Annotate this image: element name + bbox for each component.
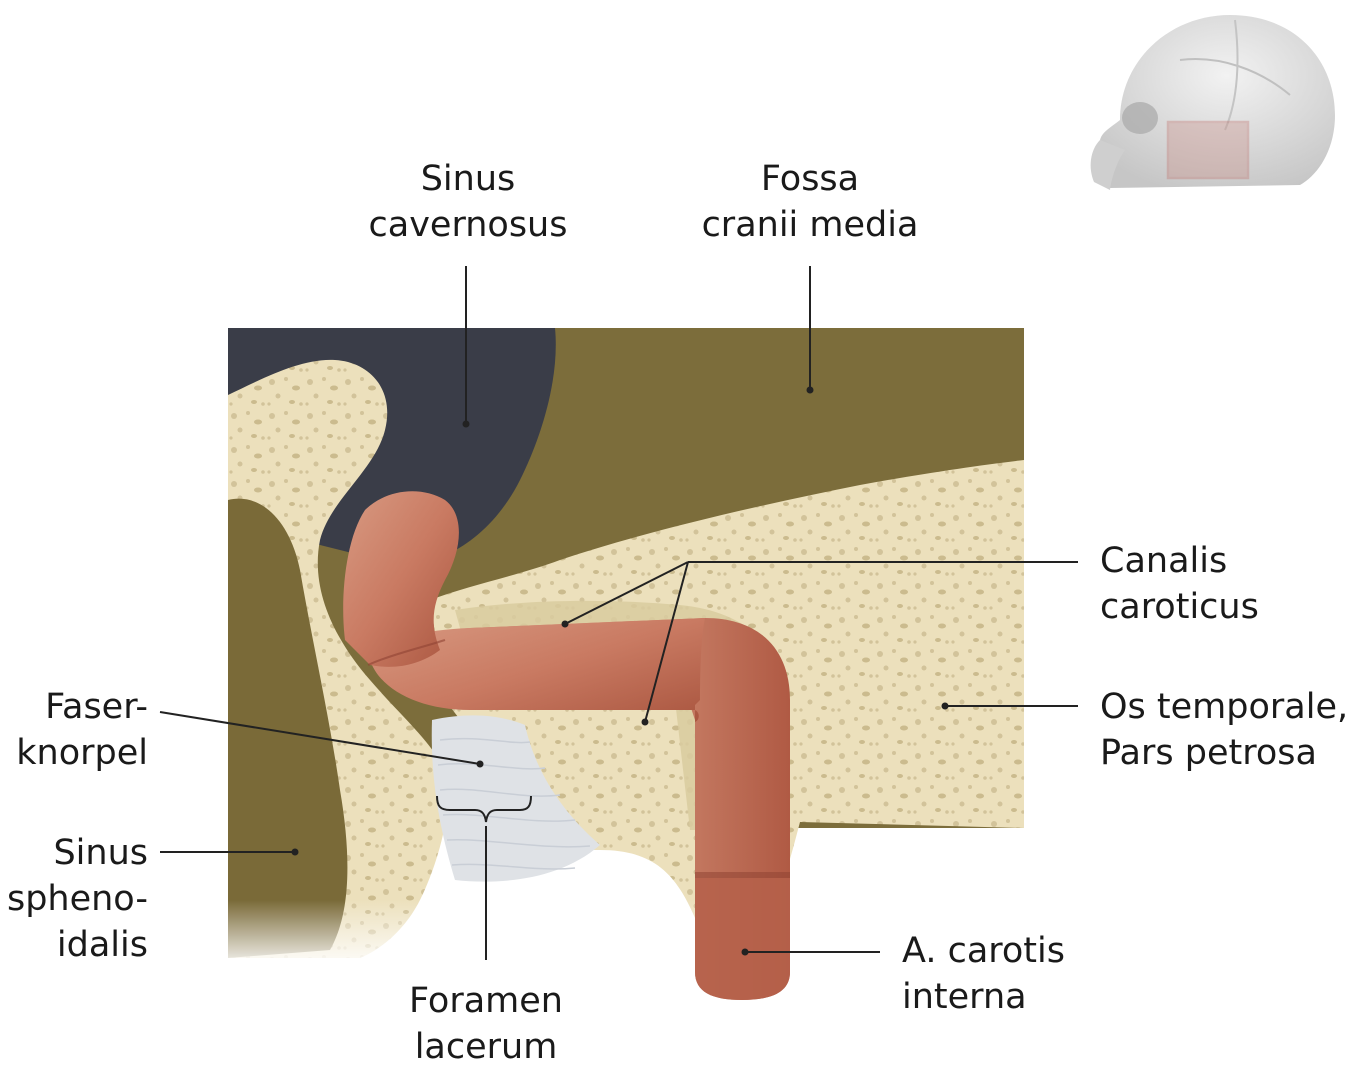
leader-dots <box>291 386 949 956</box>
label-line: Pars petrosa <box>1100 733 1317 773</box>
leader-lines <box>159 266 1078 960</box>
label-line: Sinus <box>53 833 148 873</box>
label-foramen-lacerum: Foramen lacerum <box>386 978 586 1070</box>
label-line: lacerum <box>414 1027 558 1067</box>
label-a-carotis-interna: A. carotis interna <box>902 928 1065 1020</box>
label-line: Fossa <box>760 159 860 199</box>
label-line: Os temporale, <box>1100 687 1349 727</box>
label-line: Faser- <box>45 687 148 727</box>
label-line: cavernosus <box>368 205 568 245</box>
label-line: spheno- <box>6 879 148 919</box>
leader-canalis-caroticus-a <box>564 561 689 625</box>
label-line: interna <box>902 977 1027 1017</box>
label-line: Foramen <box>409 981 563 1021</box>
label-sinus-cavernosus: Sinus cavernosus <box>360 156 576 248</box>
inset-region-box <box>1166 120 1250 180</box>
leader-canalis-caroticus-b <box>644 561 689 723</box>
bottom-fade <box>228 900 1024 960</box>
label-line: Canalis <box>1100 541 1228 581</box>
label-line: knorpel <box>16 733 148 773</box>
a-carotis-interna-vessel <box>343 491 790 1000</box>
foramen-lacerum-brace <box>436 795 532 823</box>
leader-faserknorpel <box>159 711 481 765</box>
skull-lateral-icon <box>1090 15 1335 190</box>
label-sinus-sphenoidalis: Sinus spheno- idalis <box>0 830 148 968</box>
label-line: idalis <box>56 925 148 965</box>
label-fossa-cranii-media: Fossa cranii media <box>690 156 930 248</box>
label-line: cranii media <box>701 205 919 245</box>
label-faserknorpel: Faser- knorpel <box>0 684 148 776</box>
label-line: Sinus <box>420 159 516 199</box>
specimen-section <box>228 328 1024 1000</box>
sinus-sphenoidalis-region <box>228 498 348 958</box>
label-line: caroticus <box>1100 587 1259 627</box>
cartilage-fibers <box>437 737 591 870</box>
label-canalis-caroticus: Canalis caroticus <box>1100 538 1259 630</box>
label-os-temporale: Os temporale, Pars petrosa <box>1100 684 1348 776</box>
label-line: A. carotis <box>902 931 1065 971</box>
